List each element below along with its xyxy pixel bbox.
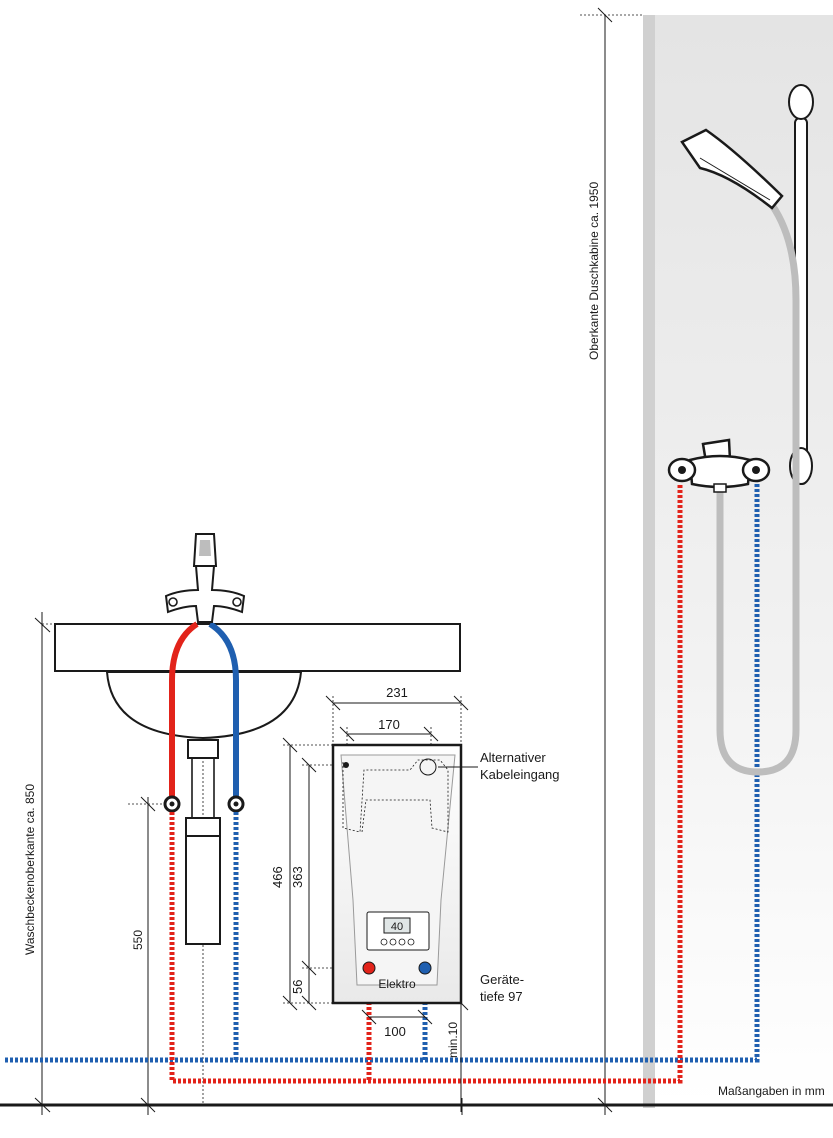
- connection-spacing-dimension: [361, 1009, 433, 1025]
- heater-cold-connection: [418, 961, 432, 975]
- basin-hot-valve: [163, 795, 181, 813]
- basin-cold-hose: [208, 621, 239, 804]
- lcd-display-icon: [366, 911, 430, 951]
- heater-height-dimension: [282, 737, 333, 1011]
- width-inner-label: 170: [378, 717, 400, 732]
- height-total-label: 466: [270, 866, 285, 888]
- units-label: Maßangaben in mm: [718, 1084, 825, 1098]
- shower-height-dimension: [580, 7, 643, 1113]
- wash-basin: [54, 623, 461, 740]
- bottom-offset-label: 56: [290, 980, 305, 994]
- basin-hot-hose: [169, 621, 199, 804]
- elektro-label: Elektro: [378, 977, 416, 991]
- depth-label-line1: Geräte-: [480, 972, 524, 987]
- cold-supply-line: [5, 484, 760, 1063]
- water-heater: [331, 743, 478, 1005]
- siphon: [185, 739, 221, 945]
- shower-height-label: Oberkante Duschkabine ca. 1950: [587, 182, 601, 360]
- shower-hose: [716, 203, 800, 776]
- width-total-label: 231: [386, 685, 408, 700]
- shower-head-icon: [680, 128, 784, 210]
- heater-hot-connection: [362, 961, 376, 975]
- cable-entry-label-line2: Kabeleingang: [480, 767, 560, 782]
- connection-spacing-label: 100: [384, 1024, 406, 1039]
- basin-height-label: Waschbeckenoberkante ca. 850: [23, 784, 37, 955]
- display-value: 40: [391, 921, 403, 933]
- outlet-height-label: 550: [131, 930, 145, 950]
- outlet-height-dimension: [128, 796, 172, 1113]
- min-clearance-label: min.10: [446, 1022, 460, 1058]
- mixer-tap-icon: [164, 533, 246, 623]
- shower-mixer-icon: [667, 438, 771, 493]
- hot-supply-line: [169, 484, 683, 1084]
- depth-label-line2: tiefe 97: [480, 989, 523, 1004]
- basin-height-dimension: [34, 612, 56, 1113]
- height-inner-label: 363: [290, 866, 305, 888]
- bottom-offset-dimension: [301, 968, 317, 1011]
- basin-cold-valve: [227, 795, 245, 813]
- cable-entry-label-line1: Alternativer: [480, 750, 546, 765]
- heater-width-dimension: [325, 695, 469, 745]
